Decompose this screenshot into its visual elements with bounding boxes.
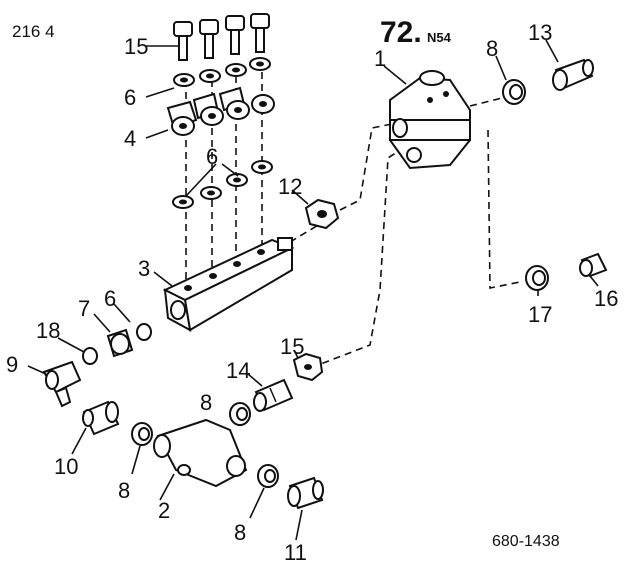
end-fitting <box>287 476 324 510</box>
pipe-connector <box>253 378 294 412</box>
sheet-code: 216 4 <box>12 22 55 41</box>
seal-ring-right <box>525 265 549 291</box>
group-suffix: N54 <box>427 30 452 45</box>
callout-6-lower: 6 <box>206 144 218 169</box>
callout-5: 15 <box>124 34 148 59</box>
callout-6-left: 6 <box>104 286 116 311</box>
banjo-bolts <box>173 13 270 61</box>
group-number: 72. <box>380 16 422 49</box>
callout-10: 10 <box>54 454 78 479</box>
tee-connector <box>153 418 248 488</box>
callout-17: 17 <box>528 302 552 327</box>
callout-6-upper: 6 <box>124 85 136 110</box>
callout-1: 1 <box>374 46 386 71</box>
callout-7: 7 <box>78 296 90 321</box>
callout-4: 4 <box>124 126 136 151</box>
distribution-manifold <box>162 237 295 332</box>
callout-3: 3 <box>138 256 150 281</box>
angle-fitting <box>42 360 82 408</box>
control-valve-body <box>389 70 471 170</box>
callout-numbers: 15 6 4 6 1 8 13 12 3 15 14 8 9 18 7 6 10… <box>6 20 618 565</box>
seal-ring-lower-right <box>257 464 279 488</box>
hex-nut-lower <box>292 352 324 382</box>
callout-16: 16 <box>594 286 618 311</box>
callout-8-lower-left: 8 <box>118 478 130 503</box>
connector-nipple <box>106 323 152 358</box>
callout-15: 15 <box>280 334 304 359</box>
hex-nut <box>304 198 340 230</box>
callout-8-middle: 8 <box>200 390 212 415</box>
seal-ring-middle <box>229 402 251 426</box>
callout-9: 9 <box>6 352 18 377</box>
seal-ring-lower-left <box>131 422 153 446</box>
union-fitting-lower <box>82 400 120 436</box>
plug-fitting <box>579 252 608 278</box>
seal-ring-top <box>502 79 526 105</box>
callout-2: 2 <box>158 498 170 523</box>
small-washer <box>82 347 98 365</box>
callout-8-top: 8 <box>486 36 498 61</box>
lower-washers <box>172 160 273 209</box>
callout-13: 13 <box>528 20 552 45</box>
leader-lines <box>27 39 599 541</box>
callout-11: 11 <box>284 540 307 565</box>
union-fitting-top <box>552 58 594 91</box>
callout-18: 18 <box>36 318 60 343</box>
banjo-fittings <box>166 86 275 136</box>
callout-8-lower-right: 8 <box>234 520 246 545</box>
drawing-reference: 680-1438 <box>492 533 560 550</box>
upper-washers <box>173 57 271 87</box>
callout-14: 14 <box>226 358 250 383</box>
callout-12: 12 <box>278 174 302 199</box>
